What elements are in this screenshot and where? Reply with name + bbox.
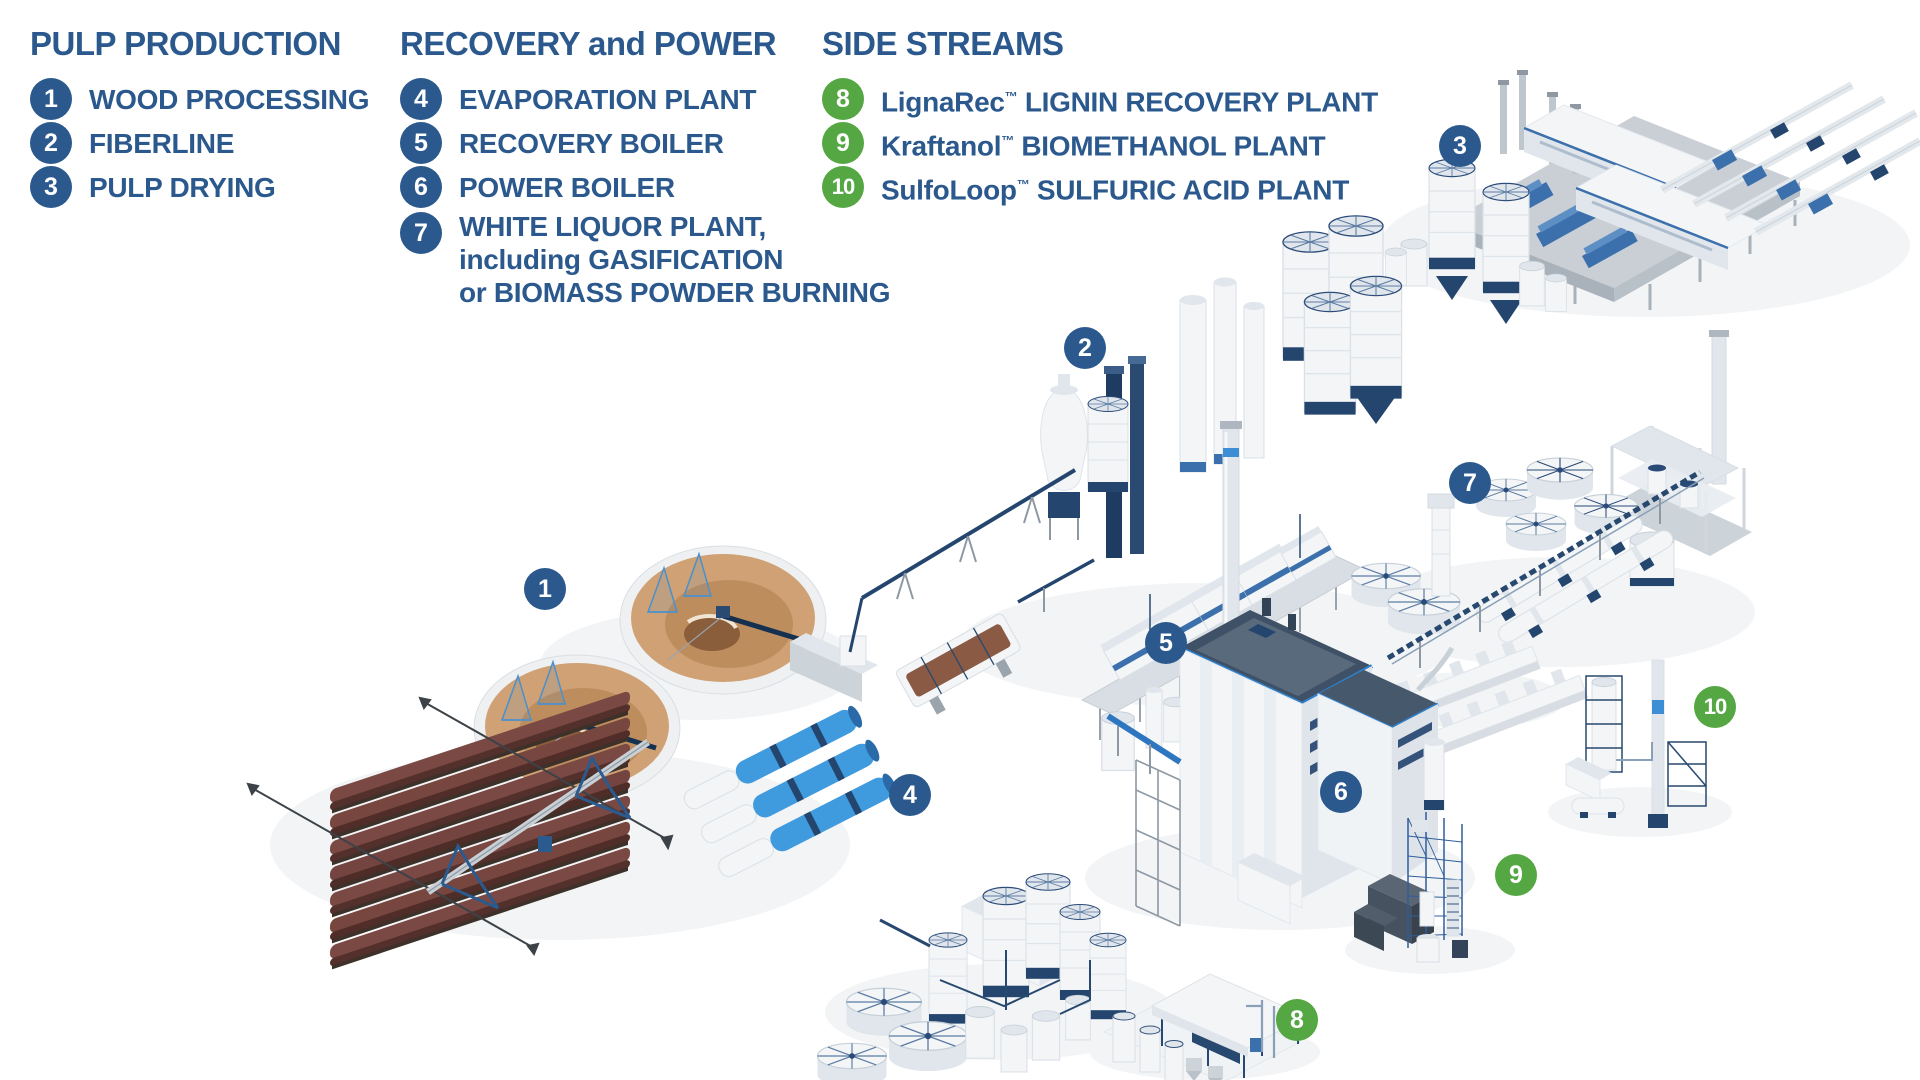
legend-badge-10: 10 xyxy=(822,166,864,208)
white-liquor-plant-illustration xyxy=(1350,330,1752,755)
legend-badge-6: 6 xyxy=(400,166,442,208)
biomethanol-plant-illustration xyxy=(1354,812,1468,963)
map-badge-fiberline[interactable]: 2 xyxy=(1064,327,1106,369)
drying-silos xyxy=(1385,158,1567,324)
legend-item-power-boiler[interactable]: 6 POWER BOILER xyxy=(400,166,890,208)
slaker-tower xyxy=(1427,493,1455,597)
plant-name: SULFURIC ACID PLANT xyxy=(1036,174,1350,206)
lignin-canopy xyxy=(1150,973,1308,1078)
lignin-tanks xyxy=(1112,1011,1184,1080)
legend-badge-8: 8 xyxy=(822,78,864,120)
chip-conveyors xyxy=(848,468,1095,653)
log-crane xyxy=(426,739,650,910)
evaporation-plant-illustration xyxy=(816,873,1127,1080)
wood-processing-illustration xyxy=(246,468,1095,970)
trademark-symbol: ™ xyxy=(1004,88,1018,104)
recovery-boiler-stack xyxy=(1220,421,1242,643)
map-badge-pulp-drying[interactable]: 3 xyxy=(1439,125,1481,167)
legend-item-evaporation-plant[interactable]: 4 EVAPORATION PLANT xyxy=(400,78,890,120)
legend-item-label: RECOVERY BOILER xyxy=(459,127,724,159)
lignin-plant-illustration xyxy=(1102,973,1308,1080)
map-badge-white-liquor-plant[interactable]: 7 xyxy=(1449,462,1491,504)
legend-item-label: Kraftanol™ BIOMETHANOL PLANT xyxy=(881,124,1326,162)
legend-item-recovery-boiler[interactable]: 5 RECOVERY BOILER xyxy=(400,122,890,164)
plant-name: LIGNIN RECOVERY PLANT xyxy=(1024,86,1378,118)
map-badge-sulfuric-acid-plant[interactable]: 10 xyxy=(1694,686,1736,728)
legend-badge-4: 4 xyxy=(400,78,442,120)
chip-bin xyxy=(896,613,1021,715)
legend-heading: PULP PRODUCTION xyxy=(30,25,341,62)
legend-item-white-liquor-plant[interactable]: 7 WHITE LIQUOR PLANT, including GASIFICA… xyxy=(400,210,890,309)
legend-item-label: POWER BOILER xyxy=(459,171,675,203)
map-badge-lignin-recovery-plant[interactable]: 8 xyxy=(1276,999,1318,1041)
white-liquor-line-2: including GASIFICATION xyxy=(459,244,784,275)
lime-conveyor xyxy=(1386,469,1705,668)
legend-badge-5: 5 xyxy=(400,122,442,164)
legend-badge-9: 9 xyxy=(822,122,864,164)
chip-storage-dome-b xyxy=(619,545,827,695)
trademark-symbol: ™ xyxy=(1001,132,1014,148)
brand-name: SulfoLoop xyxy=(881,174,1017,206)
log-piles xyxy=(330,691,630,970)
pulp-drying-illustration xyxy=(1385,70,1920,324)
legend-column-pulp-production: PULP PRODUCTION 1 WOOD PROCESSING 2 FIBE… xyxy=(30,24,370,210)
legend-badge-7: 7 xyxy=(400,212,442,254)
plant-name: BIOMETHANOL PLANT xyxy=(1021,130,1326,162)
legend-badge-1: 1 xyxy=(30,78,72,120)
acid-plant-stack xyxy=(1648,659,1668,828)
boiler-stairs xyxy=(1135,759,1181,927)
white-liquor-line-1: WHITE LIQUOR PLANT, xyxy=(459,211,766,242)
legend-item-biomethanol-plant[interactable]: 9 Kraftanol™ BIOMETHANOL PLANT xyxy=(822,122,1378,164)
legend-item-label: EVAPORATION PLANT xyxy=(459,83,757,115)
sulfuric-acid-plant-illustration xyxy=(1565,659,1707,828)
brand-name: Kraftanol xyxy=(881,130,1002,162)
map-badge-biomethanol-plant[interactable]: 9 xyxy=(1495,854,1537,896)
map-badge-evaporation-plant[interactable]: 4 xyxy=(889,774,931,816)
legend-item-wood-processing[interactable]: 1 WOOD PROCESSING xyxy=(30,78,370,120)
legend-item-label: SulfoLoop™ SULFURIC ACID PLANT xyxy=(881,168,1349,206)
legend-item-fiberline[interactable]: 2 FIBERLINE xyxy=(30,122,369,164)
legend-item-label: FIBERLINE xyxy=(89,127,235,159)
legend-heading: SIDE STREAMS xyxy=(822,25,1064,62)
drying-halls xyxy=(1522,104,1770,270)
baling-machines xyxy=(1712,122,1889,215)
baling-lines xyxy=(1660,81,1920,236)
legend-item-label: WHITE LIQUOR PLANT, including GASIFICATI… xyxy=(459,210,890,309)
methanol-tower xyxy=(1407,812,1463,948)
legend-column-recovery-and-power: RECOVERY and POWER 4 EVAPORATION PLANT 5… xyxy=(400,24,890,311)
legend-item-sulfuric-acid-plant[interactable]: 10 SulfoLoop™ SULFURIC ACID PLANT xyxy=(822,166,1378,208)
legend-item-label: PULP DRYING xyxy=(89,171,276,203)
fiberline-digester xyxy=(1040,374,1129,540)
legend-column-side-streams: SIDE STREAMS 8 LignaRec™ LIGNIN RECOVERY… xyxy=(822,24,1378,210)
recovery-boiler-illustration xyxy=(1106,421,1445,927)
map-badge-recovery-boiler[interactable]: 5 xyxy=(1145,622,1187,664)
debarking-drums xyxy=(683,633,897,878)
map-badge-wood-processing[interactable]: 1 xyxy=(524,568,566,610)
legend-item-lignin-recovery-plant[interactable]: 8 LignaRec™ LIGNIN RECOVERY PLANT xyxy=(822,78,1378,120)
legend-badge-3: 3 xyxy=(30,166,72,208)
legend-item-pulp-drying[interactable]: 3 PULP DRYING xyxy=(30,166,369,208)
legend-heading: RECOVERY and POWER xyxy=(400,25,777,62)
white-liquor-line-3: or BIOMASS POWDER BURNING xyxy=(459,277,891,308)
brand-name: LignaRec xyxy=(881,86,1005,118)
trademark-symbol: ™ xyxy=(1016,176,1030,192)
legend-item-label: WOOD PROCESSING xyxy=(89,83,370,115)
legend-badge-2: 2 xyxy=(30,122,72,164)
legend-item-label: LignaRec™ LIGNIN RECOVERY PLANT xyxy=(881,80,1378,118)
fiberline-silos xyxy=(1282,215,1403,424)
map-badge-power-boiler[interactable]: 6 xyxy=(1320,771,1362,813)
